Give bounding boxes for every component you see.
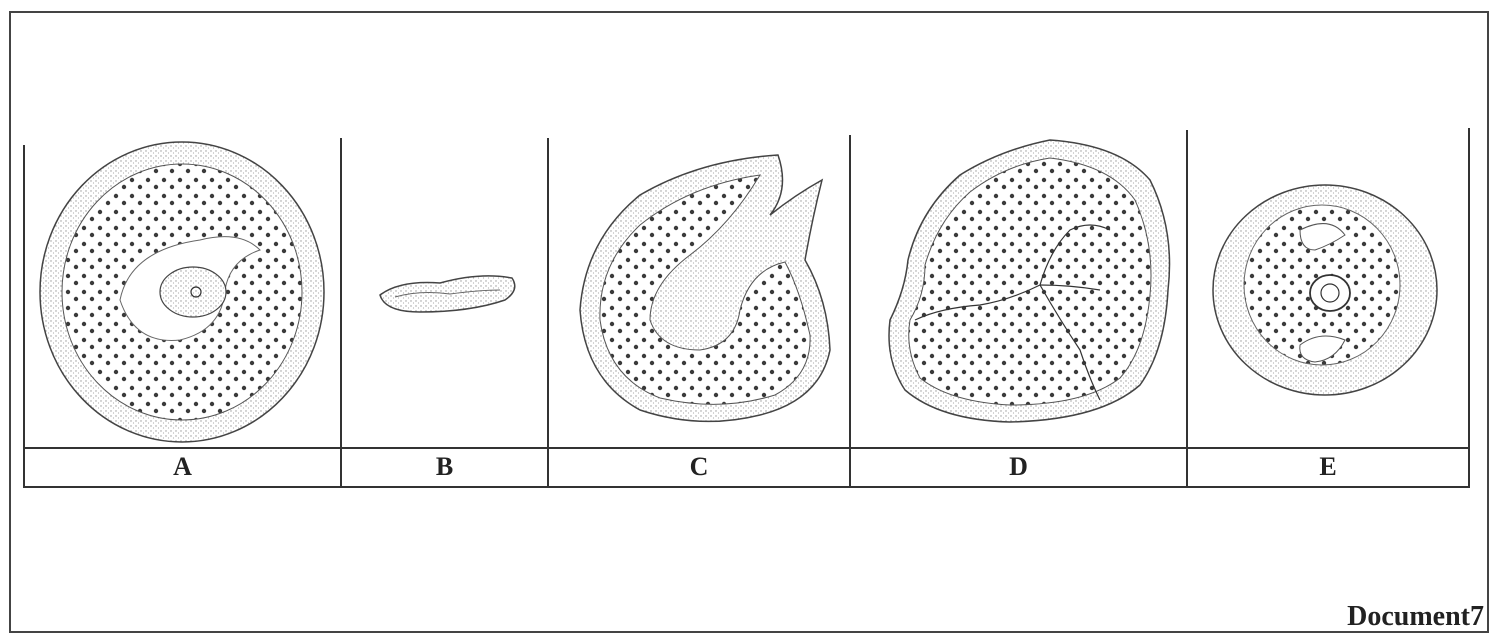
- panel-c-label: C: [548, 450, 850, 484]
- panel-e-nucleus: [1310, 275, 1350, 311]
- panel-b-label: B: [341, 450, 548, 484]
- panel-a-label: A: [24, 450, 341, 484]
- panel-a-drawing: [40, 142, 324, 442]
- panel-b-drawing: [380, 276, 515, 312]
- panel-e-label: E: [1187, 450, 1469, 484]
- panel-a-nucleus: [160, 267, 226, 317]
- panel-d-label: D: [850, 450, 1187, 484]
- panel-c-drawing: [580, 155, 830, 421]
- document-caption: Document7: [1347, 601, 1484, 633]
- panel-e-drawing: [1213, 185, 1437, 395]
- panel-d-drawing: [889, 140, 1170, 422]
